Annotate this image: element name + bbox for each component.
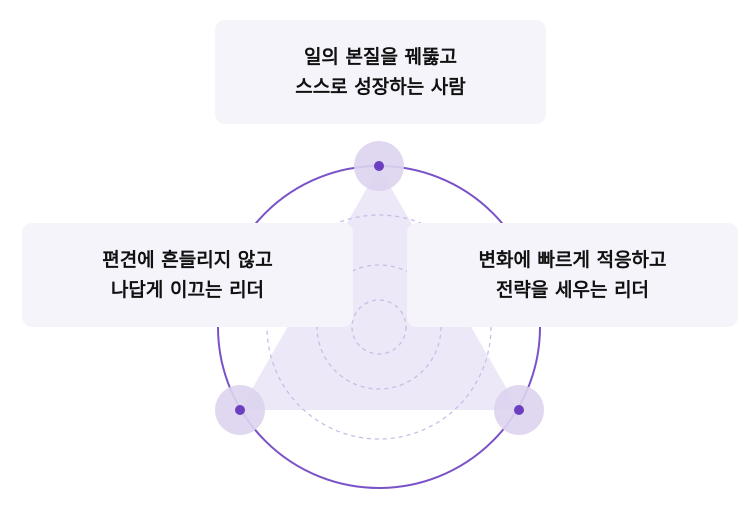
node-dot-top [374, 161, 384, 171]
dashed-ring-middle [316, 264, 442, 390]
node-dot-left [235, 405, 245, 415]
card-top-line2: 스스로 성장하는 사람 [295, 76, 466, 98]
dashed-ring-outer [266, 214, 492, 440]
card-top: 일의 본질을 꿰뚫고 스스로 성장하는 사람 [215, 20, 546, 124]
card-left-line2: 나답게 이끄는 리더 [110, 279, 265, 301]
card-top-line1: 일의 본질을 꿰뚫고 [303, 46, 458, 68]
node-dot-right [514, 405, 524, 415]
card-left-line1: 편견에 흔들리지 않고 [102, 249, 273, 271]
dashed-ring-inner [351, 299, 407, 355]
card-left: 편견에 흔들리지 않고 나답게 이끄는 리더 [22, 223, 353, 327]
central-triangle [240, 167, 519, 410]
card-right-line1: 변화에 빠르게 적응하고 [478, 249, 667, 271]
card-right-line2: 전략을 세우는 리더 [495, 279, 650, 301]
card-right: 변화에 빠르게 적응하고 전략을 세우는 리더 [407, 223, 738, 327]
